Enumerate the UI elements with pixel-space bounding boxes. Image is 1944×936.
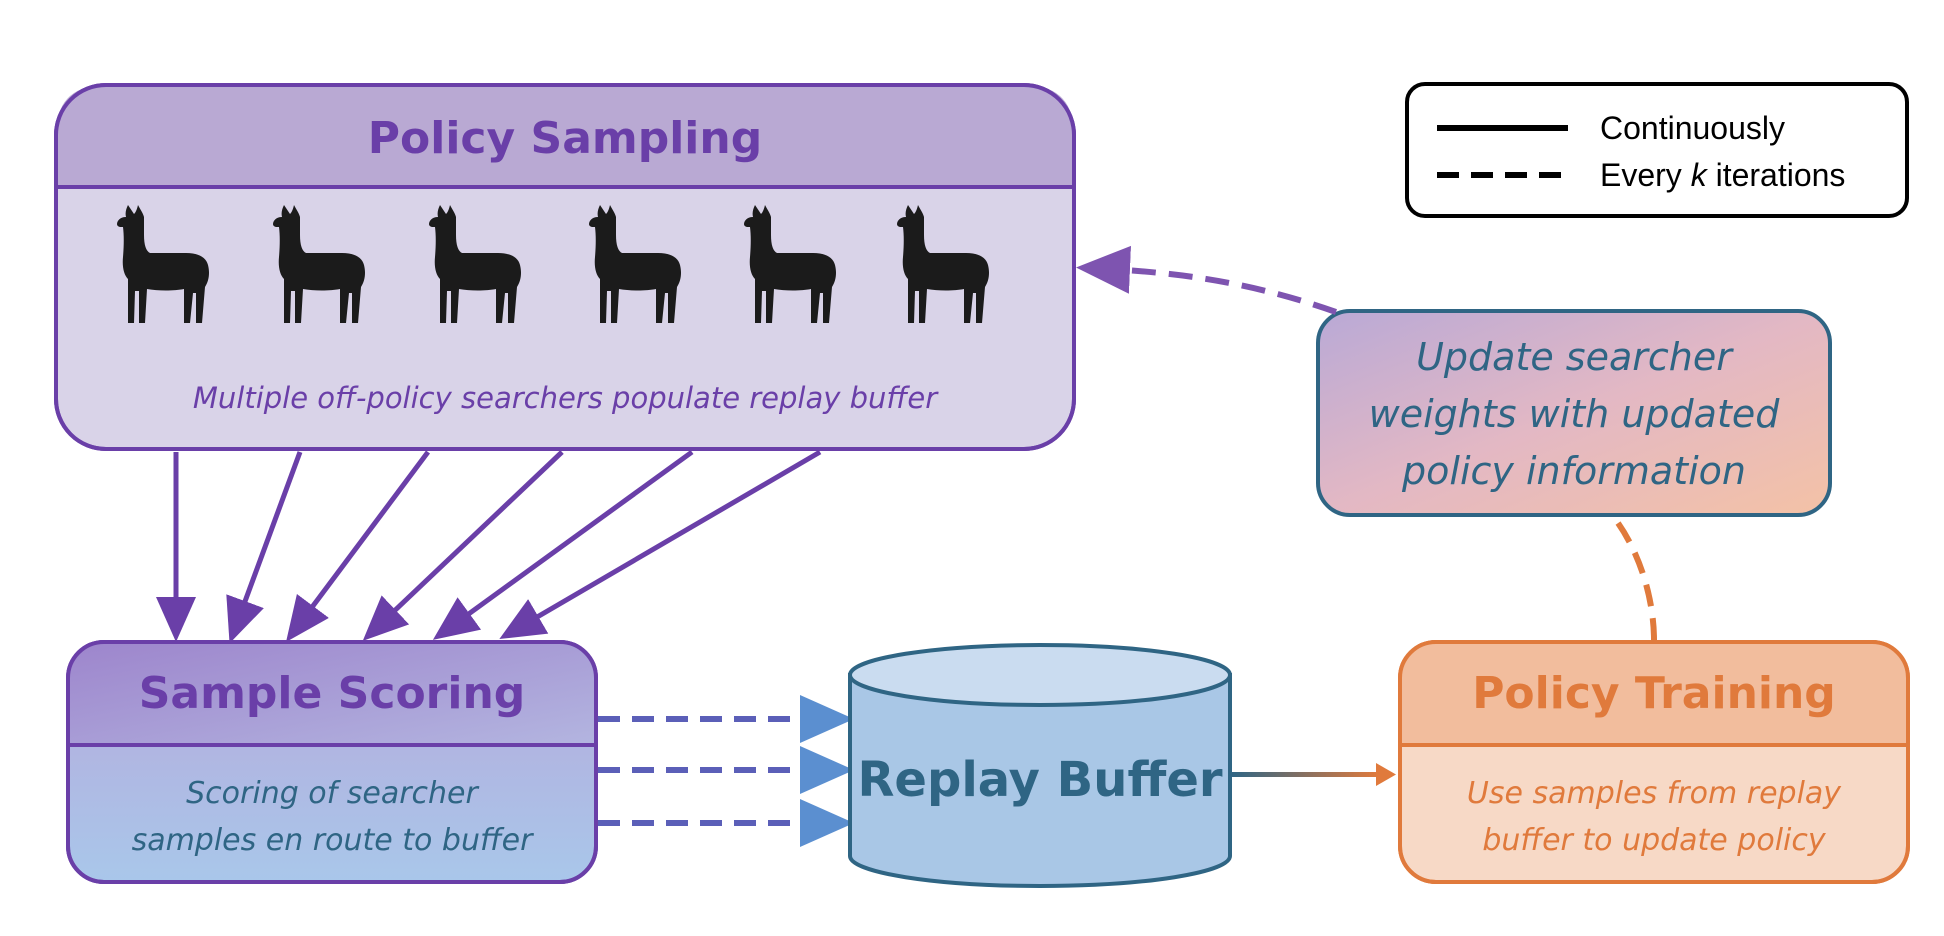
legend-dashed-suffix: iterations	[1707, 157, 1846, 193]
sampling-to-scoring-arrows	[156, 449, 822, 644]
update-to-sampling-dashed-arrow	[1076, 245, 1337, 315]
searcher-arrow	[226, 451, 303, 644]
legend-dashed-prefix: Every	[1600, 157, 1691, 193]
buffer-to-training-arrow	[1232, 763, 1396, 786]
update-weights-box: Update searcher weights with updated pol…	[1316, 309, 1832, 517]
legend-dashed-var: k	[1691, 157, 1709, 193]
update-weights-line1: Update searcher	[1416, 335, 1734, 379]
update-weights-line2: weights with updated	[1369, 392, 1781, 436]
scoring-to-buffer-arrows	[598, 695, 854, 847]
replay-buffer-cylinder: Replay Buffer	[848, 643, 1232, 888]
sample-scoring-title: Sample Scoring	[139, 668, 526, 719]
sample-scoring-caption-line2: samples en route to buffer	[132, 823, 535, 858]
sample-scoring-caption-line1: Scoring of searcher	[186, 776, 479, 811]
policy-training-caption-line2: buffer to update policy	[1482, 823, 1826, 858]
searcher-arrow	[362, 450, 564, 641]
searcher-arrow	[432, 449, 694, 640]
replay-buffer-title: Replay Buffer	[857, 752, 1222, 808]
searcher-arrow	[286, 450, 431, 643]
searcher-arrow	[499, 449, 822, 640]
legend: Continuously Every k iterations	[1405, 82, 1909, 218]
policy-sampling-box: Policy Sampling Multiple off-policy sear…	[54, 83, 1076, 451]
policy-training-caption-line1: Use samples from replay	[1467, 776, 1842, 811]
policy-training-title: Policy Training	[1472, 668, 1836, 719]
legend-solid-label: Continuously	[1600, 110, 1785, 146]
update-weights-line3: policy information	[1401, 449, 1746, 493]
policy-sampling-title: Policy Sampling	[368, 113, 762, 164]
training-to-update-dashed-line	[1609, 513, 1657, 641]
policy-training-box: Policy Training Use samples from replay …	[1398, 640, 1910, 884]
legend-dashed-label: Every k iterations	[1600, 157, 1845, 193]
sample-scoring-box: Sample Scoring Scoring of searcher sampl…	[66, 640, 598, 884]
policy-sampling-caption: Multiple off-policy searchers populate r…	[193, 381, 939, 415]
